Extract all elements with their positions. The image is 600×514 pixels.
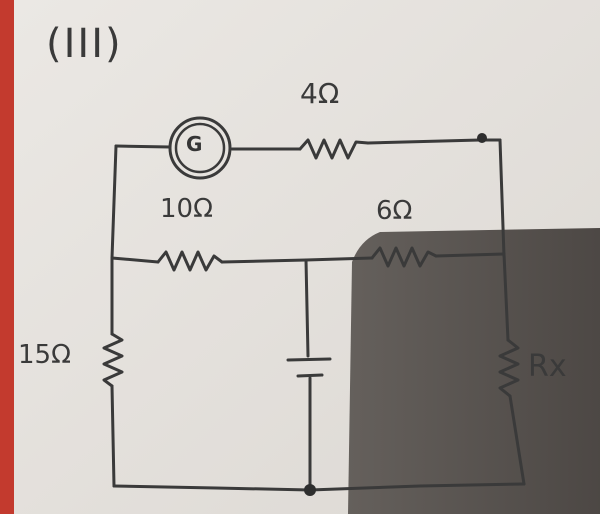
resistor-6-ohm-label: 6Ω — [376, 196, 413, 226]
resistor-rx — [498, 338, 520, 398]
resistor-15-ohm — [102, 332, 124, 388]
galvanometer-label: G — [186, 132, 203, 156]
part-label: (III) — [46, 21, 123, 67]
resistor-4-ohm-label: 4Ω — [300, 77, 340, 110]
galvanometer-outer — [168, 116, 232, 180]
wire-mid-left — [110, 256, 160, 264]
wire-right-lower-a — [502, 252, 510, 342]
wire-center-upper — [304, 258, 310, 358]
wire-left-upper — [110, 144, 118, 260]
circuit-wires — [102, 138, 526, 492]
battery-long-plate — [286, 357, 332, 362]
wire-right-upper — [498, 138, 506, 258]
wire-top-left — [114, 144, 172, 149]
galvanometer-inner — [174, 122, 226, 174]
binder-edge — [0, 0, 18, 514]
shadow-area — [348, 228, 600, 514]
wire-right-lower-b — [508, 394, 526, 486]
wire-mid-right — [434, 252, 506, 258]
junction-dot-bottom — [304, 484, 316, 496]
resistor-6-ohm — [370, 246, 438, 268]
resistor-4-ohm — [298, 138, 370, 160]
resistor-10-ohm — [156, 250, 224, 272]
resistor-10-ohm-label: 10Ω — [160, 194, 213, 224]
battery-short-plate — [296, 373, 324, 378]
resistor-15-ohm-label: 15Ω — [18, 340, 71, 370]
junction-dot-top — [477, 133, 487, 143]
resistor-rx-label: Rx — [528, 349, 567, 384]
wire-left-lower-b — [110, 384, 116, 488]
